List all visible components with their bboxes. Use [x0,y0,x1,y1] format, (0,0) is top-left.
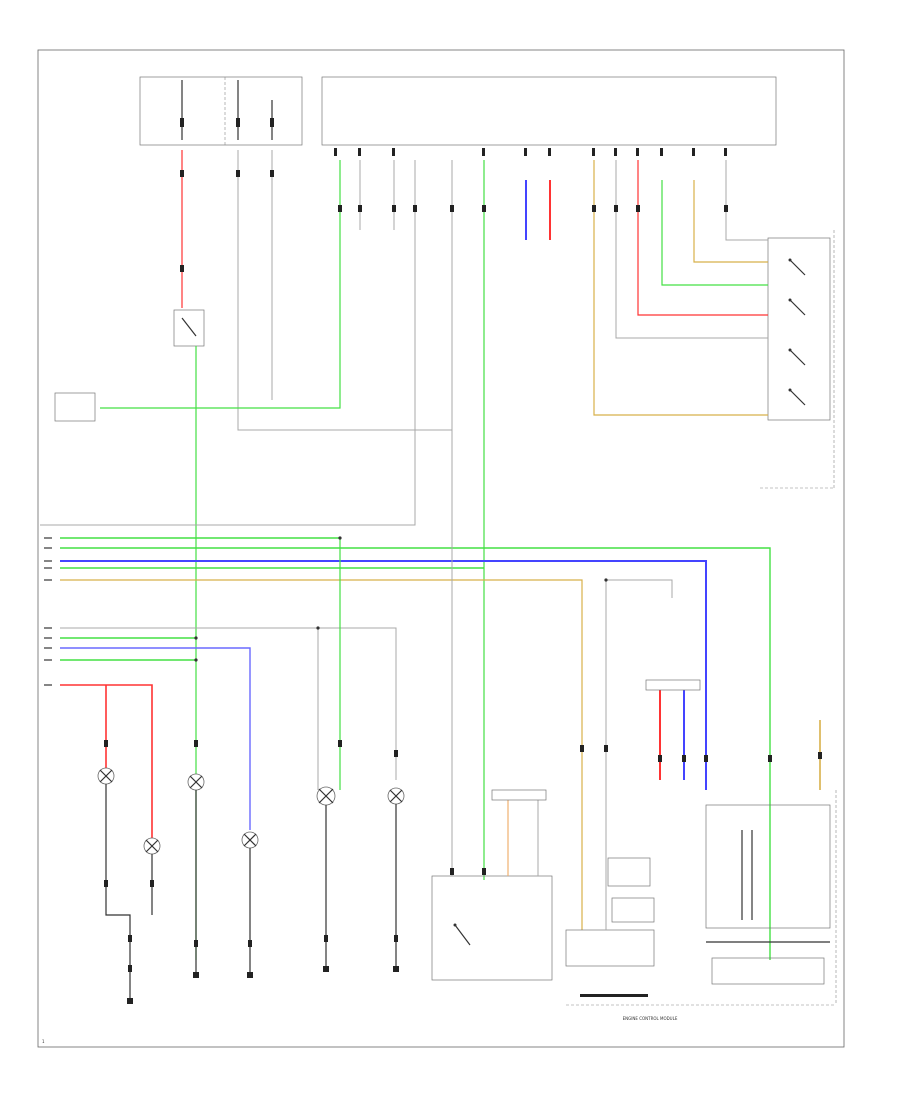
under-hood-fuse-box [139,76,303,146]
wire-gray-ecm-pin-616 [615,160,768,339]
combination-switch [767,237,831,421]
ground-symbol-5 [323,966,329,972]
module-small-1 [607,857,651,887]
ecm-top-block [321,76,777,146]
right-group-connector [645,679,701,691]
left-bus-ticks [44,537,52,686]
junction-dots [194,536,608,662]
fuse-1 [180,118,184,127]
wire-green-ecm-to-switch [661,180,768,286]
cruise-switch-contact [454,924,471,946]
cruise-switch-top-connector [491,789,547,801]
wire-red-ecm-to-switch [637,160,768,316]
lamp-center-2 [387,787,405,805]
diagram-frame [37,49,845,1048]
left-relay-box [54,392,96,422]
lamp-left-2 [143,837,161,855]
bus-blue-1 [60,560,707,790]
ground-symbol-2 [193,972,199,978]
wire-gray-ecm-pin-726 [725,160,768,241]
wire-black-lamp1-ground [105,784,131,1000]
cruise-switch-unit [431,875,553,981]
wire-gray-fuse2 [237,150,453,431]
ground-symbol-4 [393,966,399,972]
ground-symbol-3 [247,972,253,978]
bus-gray-lower [60,627,397,780]
wire-gray-ecm-pin-415 [40,160,416,526]
page-marker: 1 [42,1039,45,1044]
module-bar [580,994,648,997]
lamp-center-1 [316,786,336,806]
bus-yellow-1 [60,579,583,930]
combination-switch-contacts [788,258,806,406]
wire-yellow2-ecm-to-switch [693,180,768,263]
brake-switch-box [173,309,205,347]
engine-control-module-label: ENGINE CONTROL MODULE [623,1016,678,1021]
far-right-module [705,804,831,929]
bus-gray-to-system [606,579,673,598]
module-center-right [565,929,655,967]
wire-yellow-ecm-to-switch [593,160,768,416]
wire-green-relay-to-ecm [100,160,341,409]
fuse-2 [236,118,240,127]
ecm-top-pins [334,148,727,156]
lamp-middle-2 [241,831,259,849]
fuse-3 [270,118,274,127]
module-small-2 [611,897,655,923]
connector-pins [104,170,822,972]
ground-symbol-1 [127,998,133,1004]
bus-red-lower [60,684,153,850]
lamp-left-1 [97,767,115,785]
lamp-middle-1 [187,773,205,791]
far-right-label-box [711,957,825,985]
bus-blue-lower [60,647,251,830]
bus-green-2 [60,547,771,960]
cruise-switch-dot [453,923,457,927]
brake-pedal-switch [181,317,197,337]
